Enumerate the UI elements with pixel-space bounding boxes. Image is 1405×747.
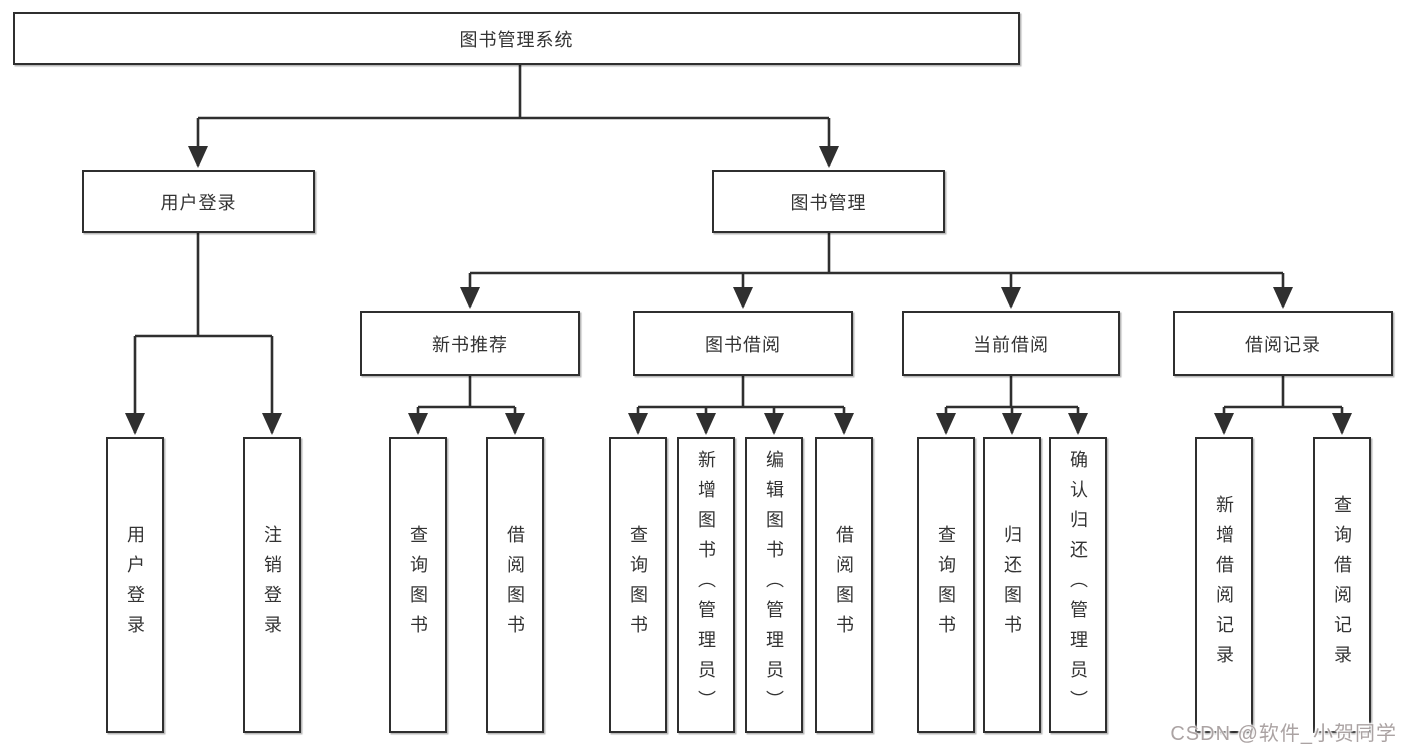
leaf-user-login: 用户登录 [106,437,164,733]
leaf-logout: 注销登录 [243,437,301,733]
leaf-add-book-admin: 新增图书（管理员） [677,437,735,733]
leaf-borrow-book-2: 借阅图书 [815,437,873,733]
node-book-mgmt: 图书管理 [712,170,945,233]
csdn-watermark: CSDN @软件_小贺同学 [1170,723,1397,745]
leaf-query-book-3: 查询图书 [917,437,975,733]
node-user-login: 用户登录 [82,170,315,233]
leaf-add-borrow-record: 新增借阅记录 [1195,437,1253,733]
leaf-query-book-1: 查询图书 [389,437,447,733]
node-new-book-rec: 新书推荐 [360,311,580,376]
leaf-confirm-return-admin: 确认归还（管理员） [1049,437,1107,733]
leaf-edit-book-admin: 编辑图书（管理员） [745,437,803,733]
leaf-borrow-book-1: 借阅图书 [486,437,544,733]
node-book-borrow: 图书借阅 [633,311,853,376]
node-root: 图书管理系统 [13,12,1020,65]
leaf-query-borrow-record: 查询借阅记录 [1313,437,1371,733]
node-borrow-record: 借阅记录 [1173,311,1393,376]
leaf-query-book-2: 查询图书 [609,437,667,733]
leaf-return-book: 归还图书 [983,437,1041,733]
node-current-borrow: 当前借阅 [902,311,1120,376]
